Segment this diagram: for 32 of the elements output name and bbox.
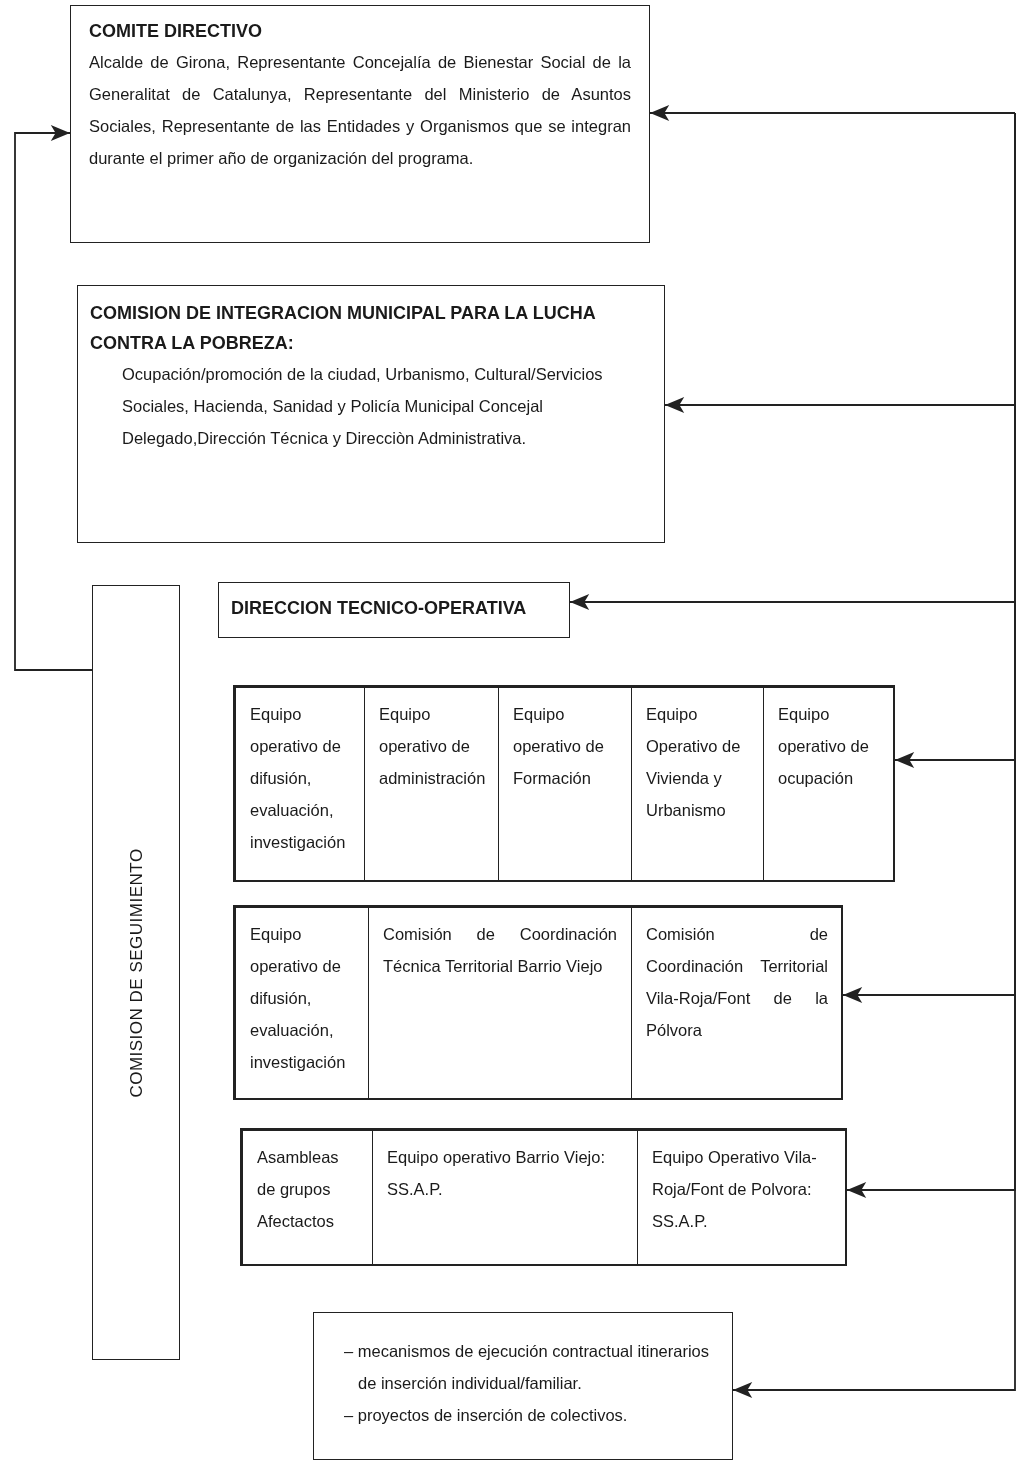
- process-box: [313, 1312, 733, 1460]
- arrow: [14, 125, 93, 671]
- table-cell: [235, 687, 365, 882]
- vertical-label: COMISION DE SEGUIMIENTO: [127, 847, 145, 1098]
- box-heading: DIRECCION TECNICO-OPERATIVA: [231, 597, 528, 620]
- box-text: Comisión de Coordinación Técnica Territorial Barrio Viejo: [383, 924, 617, 977]
- process-box: [70, 5, 650, 243]
- group-box: [233, 905, 843, 1100]
- table-cell: [235, 907, 369, 1100]
- arrow: [649, 105, 1016, 121]
- box-text: Comisión de Coordinación Territorial Vila-Roja/Font de la Pólvora: [646, 924, 828, 1041]
- process-box: [92, 585, 180, 1360]
- box-text: Equipo operativo de Formación: [513, 704, 605, 789]
- process-box: [218, 582, 570, 638]
- box-heading: COMISION DE INTEGRACION MUNICIPAL PARA LA LUCHA CONTRA LA POBREZA:: [90, 302, 596, 355]
- box-text: Asambleas de grupos Afectactos: [257, 1147, 340, 1232]
- process-box: [77, 285, 665, 543]
- box-text: Ocupación/promoción de la ciudad, Urbanismo, Cultural/Servicios Sociales, Hacienda, Sanidad y Policía Municipal Concejal Delegado,Dirección Técnica y Direcciòn Administrativa.: [121, 364, 604, 449]
- table-cell: [242, 1130, 373, 1266]
- box-text: – mecanismos de ejecución contractual itinerarios de inserción individual/familiar.: [344, 1341, 710, 1394]
- box-text: – proyectos de inserción de colectivos.: [344, 1405, 629, 1426]
- group-box: [233, 685, 895, 882]
- box-text: Equipo operativo de difusión, evaluación, investigación: [250, 924, 347, 1073]
- box-text: Alcalde de Girona, Representante Concejalía de Bienestar Social de la Generalitat de Catalunya, Representante del Ministerio de Asuntos Sociales, Representante de las Entidades y Organismos que se integran durante el primer año de organización del programa.: [89, 52, 631, 169]
- box-heading: COMITE DIRECTIVO: [89, 20, 263, 43]
- box-text: Equipo operativo de difusión, evaluación, investigación: [250, 704, 347, 853]
- box-text: Equipo operativo de administración: [379, 704, 484, 789]
- group-box: [240, 1128, 847, 1266]
- box-text: Equipo Operativo de Vivienda y Urbanismo: [646, 704, 742, 821]
- box-text: Equipo operativo Barrio Viejo: SS.A.P.: [387, 1147, 606, 1200]
- box-text: Equipo Operativo Vila-Roja/Font de Polvora: SS.A.P.: [652, 1147, 818, 1232]
- box-text: Equipo operativo de ocupación: [778, 704, 870, 789]
